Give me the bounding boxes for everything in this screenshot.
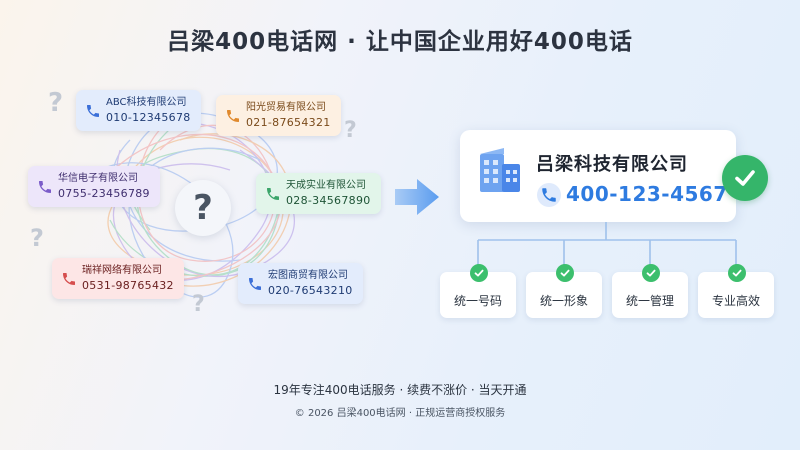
company-phone: 021-87654321 xyxy=(246,116,331,129)
feature-label: 专业高效 xyxy=(711,294,760,308)
question-mark-icon: ? xyxy=(30,224,44,252)
company-card: 华信电子有限公司 0755-23456789 xyxy=(28,166,160,207)
question-mark-icon: ? xyxy=(344,118,357,143)
check-icon xyxy=(728,264,746,282)
company-card: ABC科技有限公司 010-12345678 xyxy=(76,90,201,131)
arrow-right-icon xyxy=(395,179,439,215)
phone-icon xyxy=(227,109,239,122)
building-icon xyxy=(480,148,520,192)
company-name: 天成实业有限公司 xyxy=(286,180,366,191)
company-card: 天成实业有限公司 028-34567890 xyxy=(256,173,381,214)
feature-card: 专业高效 xyxy=(698,264,774,318)
company-phone: 0531-98765432 xyxy=(82,279,174,292)
feature-label: 统一号码 xyxy=(453,294,502,308)
company-name: 宏图商贸有限公司 xyxy=(268,270,348,281)
question-mark-icon: ? xyxy=(48,88,64,118)
company-name: ABC科技有限公司 xyxy=(106,97,187,108)
phone-icon xyxy=(537,183,561,207)
company-card: 阳光贸易有限公司 021-87654321 xyxy=(216,95,341,136)
company-phone: 010-12345678 xyxy=(106,111,191,124)
feature-card: 统一形象 xyxy=(526,264,602,318)
check-icon xyxy=(470,264,488,282)
company-phone: 020-76543210 xyxy=(268,284,353,297)
result-company-name: 吕梁科技有限公司 xyxy=(536,154,688,175)
question-mark-icon: ? xyxy=(192,292,205,317)
feature-label: 统一管理 xyxy=(625,294,674,308)
footer-copyright: © 2026 吕梁400电话网 · 正规运营商授权服务 xyxy=(294,408,506,419)
result-400-number: 400-123-4567 xyxy=(566,182,728,206)
feature-card: 统一管理 xyxy=(612,264,688,318)
feature-label: 统一形象 xyxy=(539,294,588,308)
phone-icon xyxy=(249,277,261,290)
phone-icon xyxy=(267,187,279,200)
check-icon xyxy=(642,264,660,282)
company-phone: 028-34567890 xyxy=(286,194,371,207)
phone-icon xyxy=(87,104,99,117)
phone-icon xyxy=(39,180,51,193)
scattered-numbers-illustration: ? ? ? ? ? ABC科技有限公司 010-12345678 阳光贸易有限公… xyxy=(0,70,400,350)
company-name: 华信电子有限公司 xyxy=(58,173,138,184)
phone-icon xyxy=(63,272,75,285)
feature-card: 统一号码 xyxy=(440,264,516,318)
check-icon xyxy=(556,264,574,282)
page-title: 吕梁400电话网 · 让中国企业用好400电话 xyxy=(167,29,633,55)
branch-connector xyxy=(477,222,737,266)
company-card: 瑞祥网络有限公司 0531-98765432 xyxy=(52,258,184,299)
center-question-icon: ? xyxy=(175,180,231,236)
company-phone: 0755-23456789 xyxy=(58,187,150,200)
company-name: 瑞祥网络有限公司 xyxy=(82,265,162,276)
check-circle-icon xyxy=(722,155,768,201)
footer-tagline: 19年专注400电话服务 · 续费不涨价 · 当天开通 xyxy=(273,383,527,397)
unified-number-card: 吕梁科技有限公司 400-123-4567 xyxy=(460,130,736,222)
company-card: 宏图商贸有限公司 020-76543210 xyxy=(238,263,363,304)
company-name: 阳光贸易有限公司 xyxy=(246,102,326,113)
